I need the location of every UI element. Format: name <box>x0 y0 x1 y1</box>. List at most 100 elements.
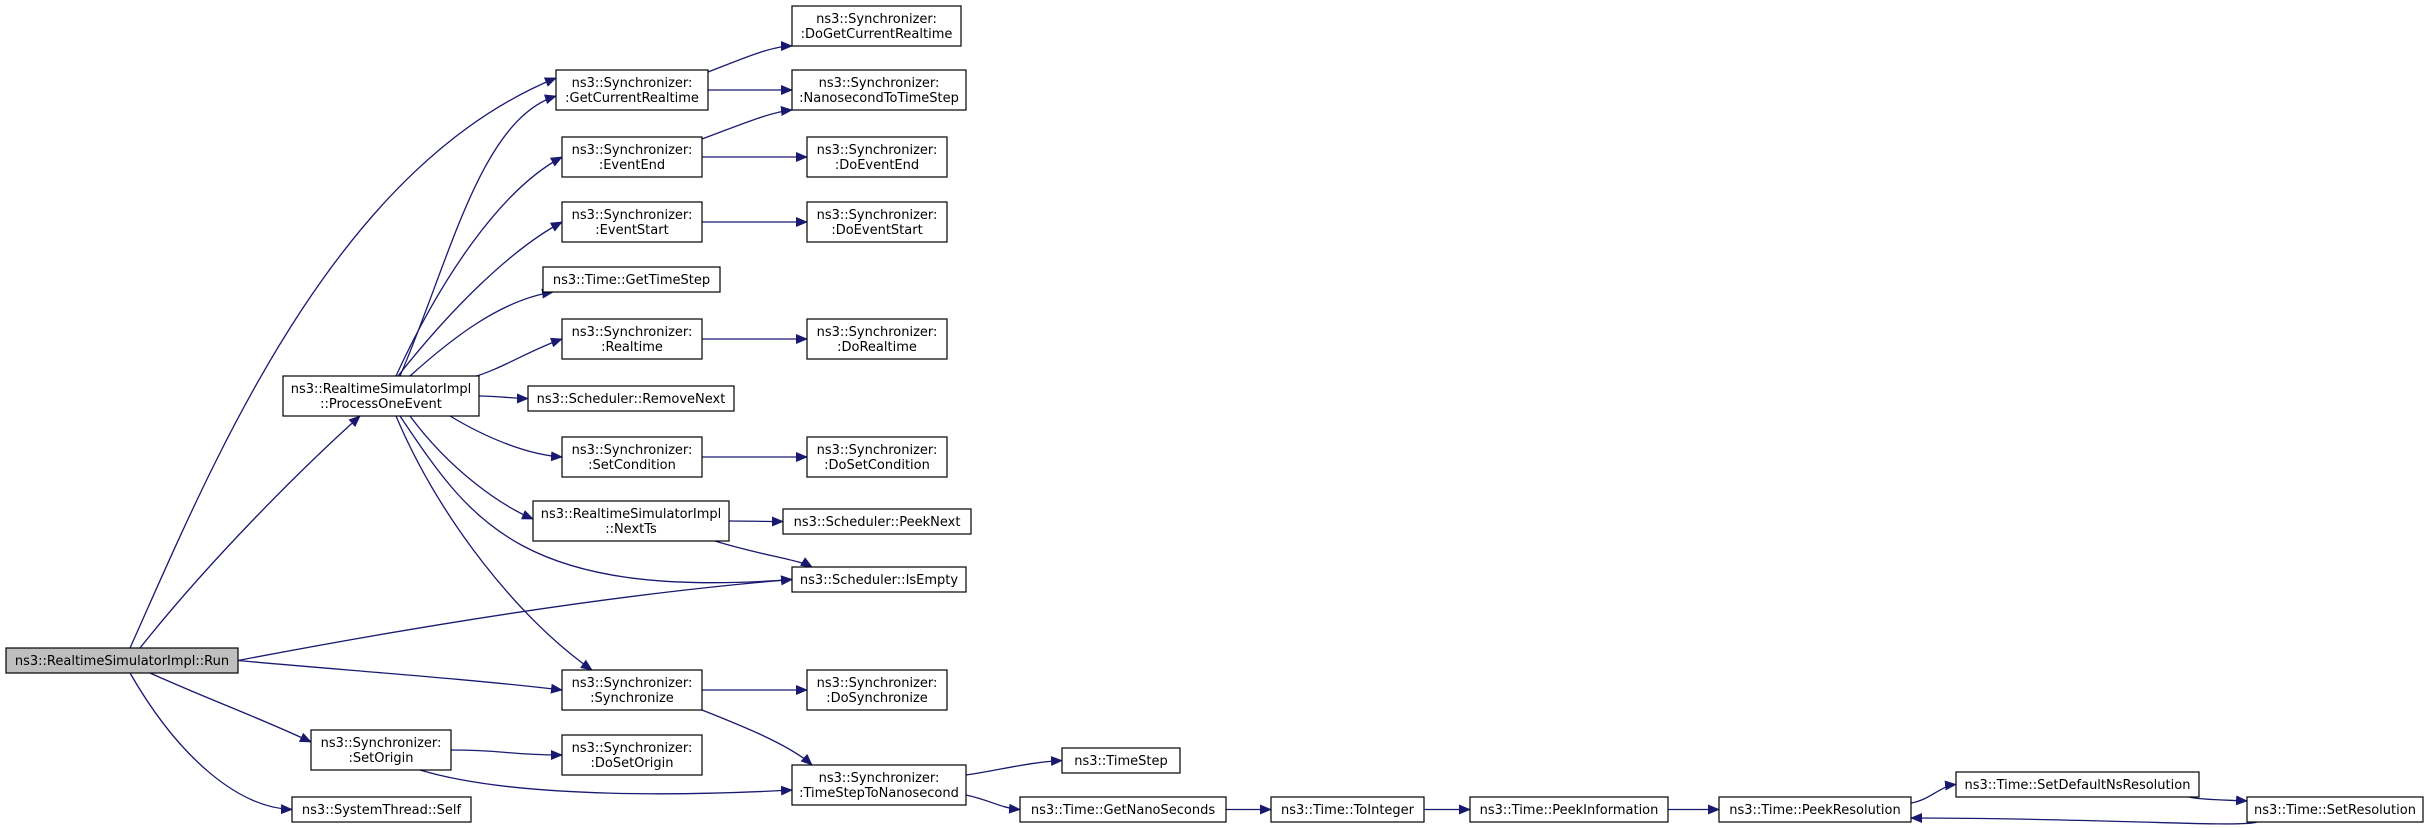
node-doEventStart[interactable]: ns3::Synchronizer::DoEventStart <box>806 201 948 243</box>
node-label: :GetCurrentRealtime <box>565 91 699 106</box>
edge-timeStepToNanosecond-to-getNanoSeconds <box>965 794 1021 814</box>
node-box[interactable] <box>791 566 967 593</box>
edge-processOneEvent-to-realtime <box>469 337 563 379</box>
edge-arrow <box>419 769 793 796</box>
node-label: ns3::Synchronizer: <box>572 443 693 458</box>
node-removeNext[interactable]: ns3::Scheduler::RemoveNext <box>527 385 735 412</box>
node-box[interactable] <box>1270 796 1425 823</box>
node-timeStep[interactable]: ns3::TimeStep <box>1061 747 1181 774</box>
node-systemThreadSelf[interactable]: ns3::SystemThread::Self <box>291 796 472 823</box>
node-doRealtime[interactable]: ns3::Synchronizer::DoRealtime <box>806 318 948 360</box>
node-box[interactable] <box>555 69 709 111</box>
node-box[interactable] <box>1718 796 1912 823</box>
node-label: ns3::RealtimeSimulatorImpl <box>541 507 722 522</box>
node-box[interactable] <box>2246 796 2424 823</box>
node-box[interactable] <box>291 796 472 823</box>
node-eventEnd[interactable]: ns3::Synchronizer::EventEnd <box>561 136 703 178</box>
node-peekInformation[interactable]: ns3::Time::PeekInformation <box>1469 796 1669 823</box>
node-label: :EventStart <box>595 223 668 238</box>
node-setResolution[interactable]: ns3::Time::SetResolution <box>2246 796 2424 823</box>
node-box[interactable] <box>542 266 721 293</box>
node-box[interactable] <box>1061 747 1181 774</box>
edge-arrow <box>129 77 557 649</box>
node-timeStepToNanosecond[interactable]: ns3::Synchronizer::TimeStepToNanosecond <box>791 764 967 806</box>
edge-arrow <box>139 415 361 649</box>
node-box[interactable] <box>282 375 480 417</box>
node-doEventEnd[interactable]: ns3::Synchronizer::DoEventEnd <box>806 136 948 178</box>
node-label: ns3::Synchronizer: <box>817 208 938 223</box>
node-box[interactable] <box>806 201 948 243</box>
node-box[interactable] <box>1019 796 1227 823</box>
node-box[interactable] <box>782 508 972 535</box>
node-doGetCurrentRealtime[interactable]: ns3::Synchronizer::DoGetCurrentRealtime <box>791 5 962 47</box>
node-box[interactable] <box>791 764 967 806</box>
node-doSynchronize[interactable]: ns3::Synchronizer::DoSynchronize <box>806 669 948 711</box>
node-setOrigin[interactable]: ns3::Synchronizer::SetOrigin <box>310 729 452 771</box>
node-box[interactable] <box>806 436 948 478</box>
node-box[interactable] <box>806 136 948 178</box>
node-box[interactable] <box>806 669 948 711</box>
edge-processOneEvent-to-eventStart <box>397 221 563 377</box>
node-box[interactable] <box>561 318 703 360</box>
node-label: ns3::Time::GetNanoSeconds <box>1031 803 1216 818</box>
edge-setOrigin-to-timeStepToNanosecond <box>419 769 793 796</box>
edge-synchronize-to-timeStepToNanosecond <box>701 709 813 766</box>
node-label: :DoSetCondition <box>824 458 930 473</box>
edge-processOneEvent-to-eventEnd <box>395 156 563 377</box>
node-eventStart[interactable]: ns3::Synchronizer::EventStart <box>561 201 703 243</box>
node-box[interactable] <box>791 5 962 47</box>
node-getTimeStep[interactable]: ns3::Time::GetTimeStep <box>542 266 721 293</box>
node-doSetCondition[interactable]: ns3::Synchronizer::DoSetCondition <box>806 436 948 478</box>
edge-arrow <box>965 794 1021 814</box>
node-getNanoSeconds[interactable]: ns3::Time::GetNanoSeconds <box>1019 796 1227 823</box>
node-box[interactable] <box>310 729 452 771</box>
node-peekNext[interactable]: ns3::Scheduler::PeekNext <box>782 508 972 535</box>
edge-arrow <box>707 41 793 73</box>
node-label: :DoSynchronize <box>826 691 928 706</box>
edge-processOneEvent-to-getTimeStep <box>409 288 554 377</box>
node-label: ns3::Synchronizer: <box>572 676 693 691</box>
edge-run-to-synchronize <box>237 659 563 694</box>
node-box[interactable] <box>791 69 967 111</box>
node-box[interactable] <box>561 201 703 243</box>
node-box[interactable] <box>1955 771 2200 798</box>
node-toInteger[interactable]: ns3::Time::ToInteger <box>1270 796 1425 823</box>
edge-arrow <box>395 415 593 671</box>
node-label: ns3::Time::SetDefaultNsResolution <box>1965 778 2191 793</box>
edge-getCurrentRealtime-to-doGetCurrentRealtime <box>707 41 793 73</box>
node-getCurrentRealtime[interactable]: ns3::Synchronizer::GetCurrentRealtime <box>555 69 709 111</box>
edge-arrow <box>449 415 563 462</box>
node-label: :Realtime <box>601 340 663 355</box>
node-label: ns3::Synchronizer: <box>321 736 442 751</box>
edge-arrow <box>2188 795 2248 806</box>
node-realtime[interactable]: ns3::Synchronizer::Realtime <box>561 318 703 360</box>
edge-nextTs-to-peekNext <box>728 516 784 527</box>
node-box[interactable] <box>561 734 703 776</box>
node-label: :SetCondition <box>588 458 676 473</box>
node-label: ns3::Synchronizer: <box>819 76 940 91</box>
edge-setOrigin-to-doSetOrigin <box>450 749 563 760</box>
node-nanosecondToTimeStep[interactable]: ns3::Synchronizer::NanosecondToTimeStep <box>791 69 967 111</box>
node-label: ns3::Time::PeekResolution <box>1729 803 1900 818</box>
node-nextTs[interactable]: ns3::RealtimeSimulatorImpl::NextTs <box>532 500 730 542</box>
node-synchronize[interactable]: ns3::Synchronizer::Synchronize <box>561 669 703 711</box>
node-label: :DoEventEnd <box>835 158 919 173</box>
node-box[interactable] <box>561 436 703 478</box>
node-box[interactable] <box>5 647 239 674</box>
node-box[interactable] <box>806 318 948 360</box>
node-setCondition[interactable]: ns3::Synchronizer::SetCondition <box>561 436 703 478</box>
node-setDefaultNsResolution[interactable]: ns3::Time::SetDefaultNsResolution <box>1955 771 2200 798</box>
node-doSetOrigin[interactable]: ns3::Synchronizer::DoSetOrigin <box>561 734 703 776</box>
node-label: ns3::Synchronizer: <box>572 208 693 223</box>
node-box[interactable] <box>561 669 703 711</box>
node-label: :TimeStepToNanosecond <box>799 786 959 801</box>
edge-arrow <box>409 288 554 377</box>
node-run[interactable]: ns3::RealtimeSimulatorImpl::Run <box>5 647 239 674</box>
node-box[interactable] <box>532 500 730 542</box>
node-box[interactable] <box>527 385 735 412</box>
node-box[interactable] <box>561 136 703 178</box>
node-processOneEvent[interactable]: ns3::RealtimeSimulatorImpl::ProcessOneEv… <box>282 375 480 417</box>
node-isEmpty[interactable]: ns3::Scheduler::IsEmpty <box>791 566 967 593</box>
node-box[interactable] <box>1469 796 1669 823</box>
node-peekResolution[interactable]: ns3::Time::PeekResolution <box>1718 796 1912 823</box>
